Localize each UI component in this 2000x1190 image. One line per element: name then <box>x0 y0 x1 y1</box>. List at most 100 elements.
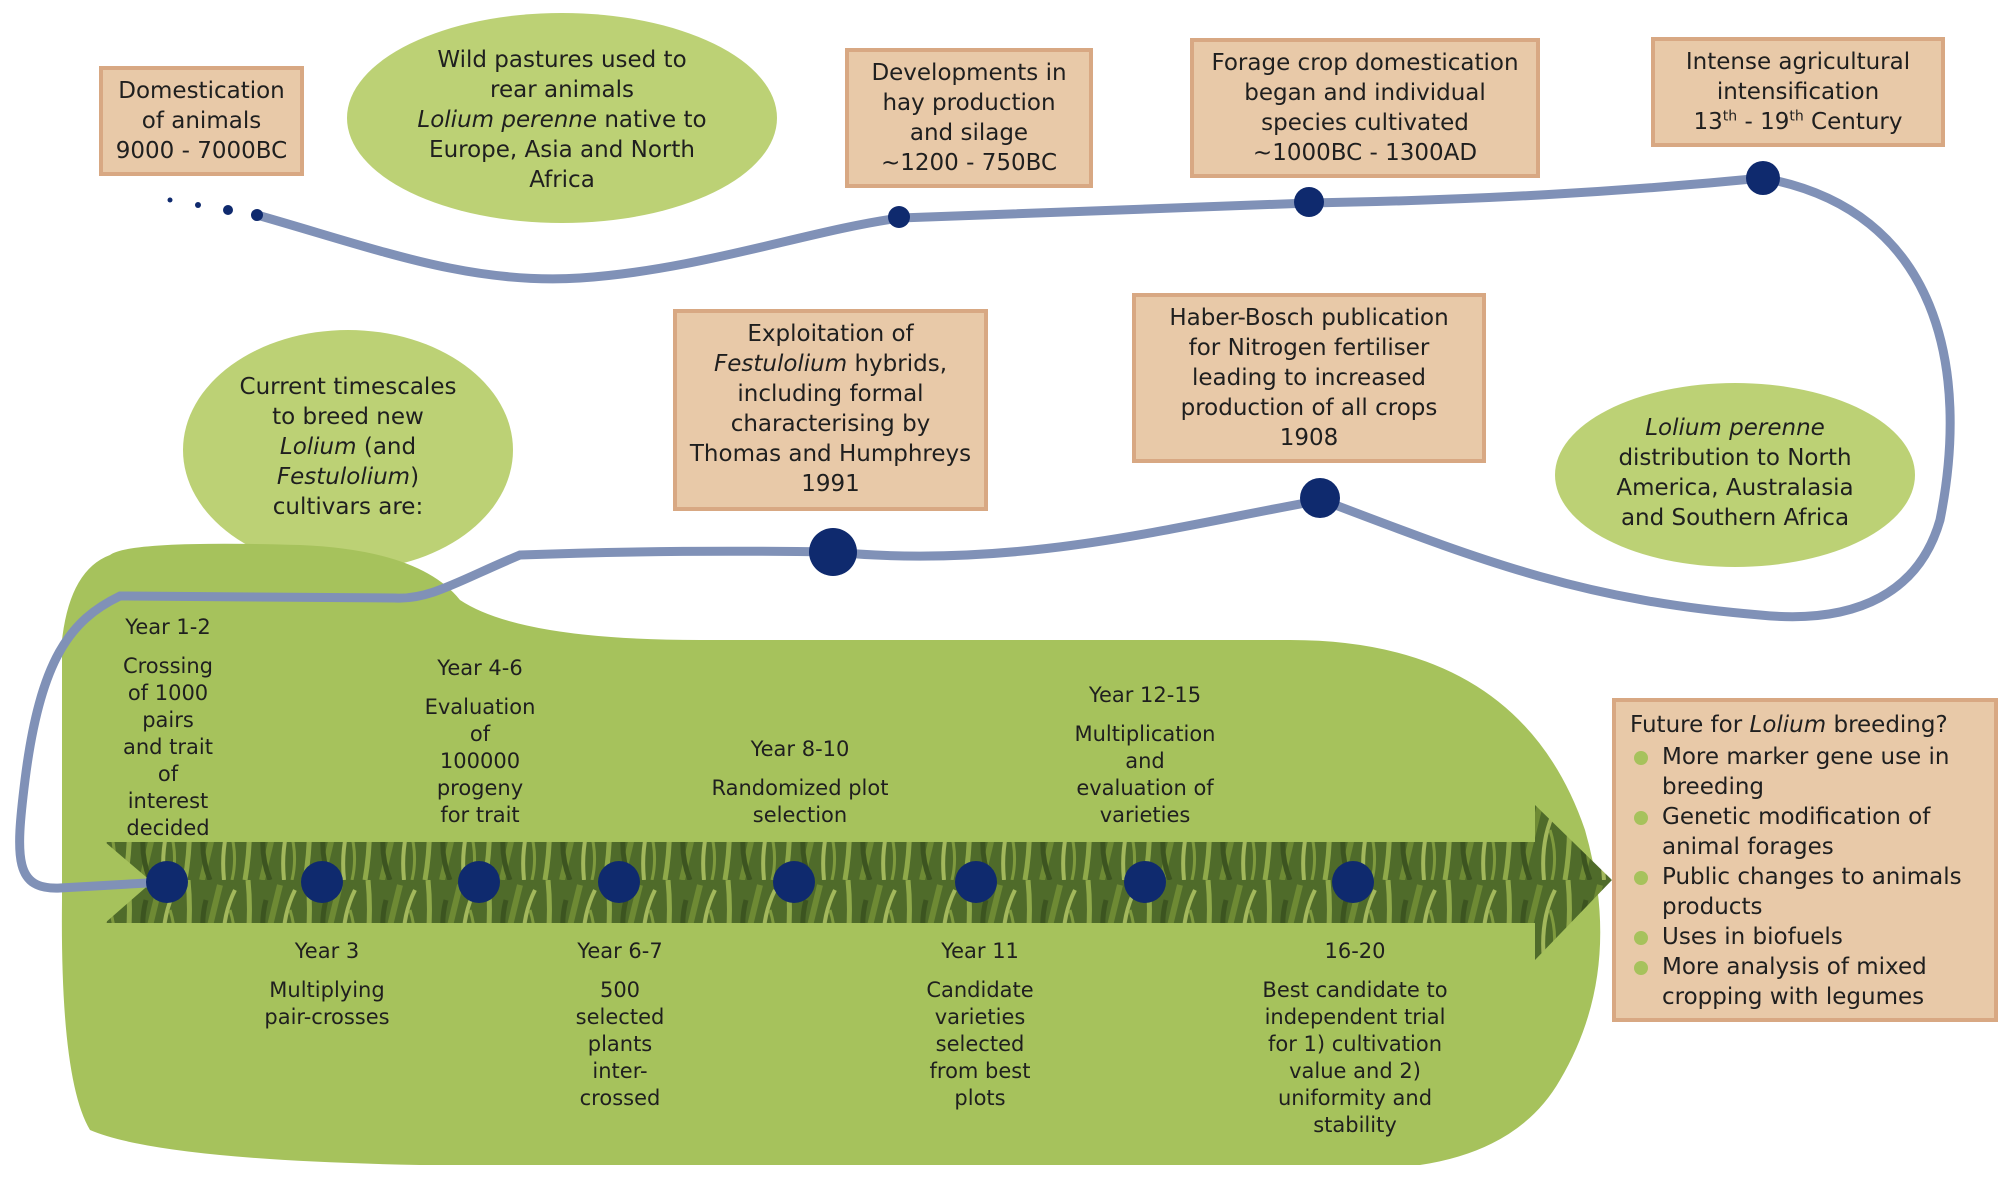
step-line: of <box>469 722 491 746</box>
step-year: Year 12-15 <box>1088 683 1202 707</box>
step-line: 100000 <box>439 749 521 773</box>
history-line <box>15 173 1955 893</box>
step-year: Year 6-7 <box>577 939 663 963</box>
oval-line: Festulolium) <box>276 464 420 490</box>
step-line: varieties <box>934 1005 1026 1029</box>
box-text: Intense agricultural <box>1685 49 1911 75</box>
distribution-text: Lolium perenne distribution to North Ame… <box>1585 413 1885 533</box>
oval-line: and Southern Africa <box>1620 505 1850 531</box>
milestone-dot-intense <box>1746 161 1780 195</box>
breeding-timeline-arrow <box>105 805 1612 960</box>
box-future-breeding: Future for Lolium breeding? More marker … <box>1612 698 1998 1022</box>
oval-line: distribution to North <box>1618 445 1852 471</box>
step-line: for 1) cultivation <box>1267 1032 1443 1056</box>
step-year-1-2: Year 1-2 Crossing of 1000 pairs and trai… <box>88 614 248 842</box>
step-year: Year 11 <box>941 939 1019 963</box>
step-line: of <box>157 762 179 786</box>
box-text: Thomas and Humphreys <box>689 441 972 467</box>
step-line: decided <box>126 816 210 840</box>
oval-line: Africa <box>529 167 595 193</box>
step-line: Multiplication <box>1074 722 1216 746</box>
step-year-4-6: Year 4-6 Evaluation of 100000 progeny fo… <box>400 655 560 829</box>
oval-line: Lolium perenne native to <box>417 107 707 133</box>
oval-line: Wild pastures used to <box>437 47 687 73</box>
milestone-dot-haber <box>1300 478 1340 518</box>
box-text: of animals <box>141 108 262 134</box>
ellipsis-dot <box>167 197 173 203</box>
step-line: for trait <box>440 803 520 827</box>
oval-line: America, Australasia <box>1616 475 1854 501</box>
oval-line: Lolium perenne <box>1645 415 1825 441</box>
box-text: Haber-Bosch publication <box>1169 305 1449 331</box>
step-line: varieties <box>1099 803 1191 827</box>
history-start-dot <box>251 209 263 221</box>
step-line: Randomized plot <box>711 776 889 800</box>
oval-line: cultivars are: <box>272 494 424 520</box>
step-line: Multiplying <box>269 978 385 1002</box>
step-dot-year-3 <box>301 861 343 903</box>
step-line: plants <box>587 1032 653 1056</box>
box-text: species cultivated <box>1261 110 1469 136</box>
step-line: Candidate <box>926 978 1034 1002</box>
box-text: ~1000BC - 1300AD <box>1252 140 1478 166</box>
step-year-12-15: Year 12-15 Multiplication and evaluation… <box>1060 682 1230 829</box>
oval-line: Europe, Asia and North <box>429 137 695 163</box>
step-year-11: Year 11 Candidate varieties selected fro… <box>900 938 1060 1112</box>
step-line: progeny <box>436 776 524 800</box>
box-haber-bosch: Haber-Bosch publication for Nitrogen fer… <box>1132 293 1486 463</box>
box-text: 1908 <box>1279 425 1339 451</box>
oval-line: to breed new <box>272 404 424 430</box>
step-year-3: Year 3 Multiplying pair-crosses <box>242 938 412 1031</box>
box-text: Forage crop domestication <box>1211 50 1519 76</box>
step-line: Best candidate to <box>1262 978 1448 1002</box>
box-text: ~1200 - 750BC <box>880 150 1058 176</box>
step-line: plots <box>954 1086 1006 1110</box>
step-line: selected <box>575 1005 665 1029</box>
step-dot-year-16-20 <box>1332 861 1374 903</box>
step-line: 500 <box>599 978 641 1002</box>
step-line: evaluation of <box>1076 776 1214 800</box>
step-year-16-20: 16-20 Best candidate to independent tria… <box>1240 938 1470 1139</box>
box-intensification: Intense agricultural intensification 13t… <box>1651 37 1945 147</box>
current-timescales-oval <box>183 330 513 570</box>
distribution-oval <box>1555 383 1915 567</box>
box-text: Domestication <box>118 78 285 104</box>
future-item: Uses in biofuels <box>1630 922 1980 952</box>
box-text: production of all crops <box>1180 395 1438 421</box>
step-line: uniformity and <box>1277 1086 1433 1110</box>
step-year: 16-20 <box>1324 939 1386 963</box>
step-line: of 1000 <box>127 681 209 705</box>
milestone-dot-forage <box>1294 187 1324 217</box>
step-dot-year-4-6 <box>458 861 500 903</box>
oval-line: Lolium (and <box>279 434 417 460</box>
box-text: Developments in <box>871 60 1067 86</box>
step-dot-year-8-10 <box>773 861 815 903</box>
step-line: and <box>1125 749 1165 773</box>
step-line: value and 2) <box>1289 1059 1421 1083</box>
step-year: Year 1-2 <box>125 615 211 639</box>
step-line: Crossing <box>122 654 214 678</box>
box-text: for Nitrogen fertiliser <box>1188 335 1430 361</box>
box-text: Exploitation of <box>747 321 914 347</box>
step-line: inter- <box>592 1059 648 1083</box>
step-dot-year-12-15 <box>1124 861 1166 903</box>
box-text: Festulolium hybrids, <box>713 351 948 377</box>
step-line: independent trial <box>1264 1005 1446 1029</box>
box-forage-domestication: Forage crop domestication began and indi… <box>1190 38 1540 178</box>
current-timescales-text: Current timescales to breed new Lolium (… <box>208 372 488 522</box>
step-dot-year-6-7 <box>598 861 640 903</box>
step-line: and trait <box>123 735 213 759</box>
step-year: Year 3 <box>294 939 360 963</box>
box-domestication: Domestication of animals 9000 - 7000BC <box>99 66 304 176</box>
box-text: began and individual <box>1244 80 1486 106</box>
step-line: pair-crosses <box>264 1005 390 1029</box>
step-line: selected <box>935 1032 1025 1056</box>
milestone-dot-festulolium <box>809 528 857 576</box>
wild-pastures-text: Wild pastures used to rear animals Loliu… <box>382 45 742 195</box>
step-line: selection <box>752 803 848 827</box>
box-text-century: 13th - 19th Century <box>1693 108 1903 135</box>
oval-line: Current timescales <box>239 374 457 400</box>
oval-line: rear animals <box>490 77 634 103</box>
